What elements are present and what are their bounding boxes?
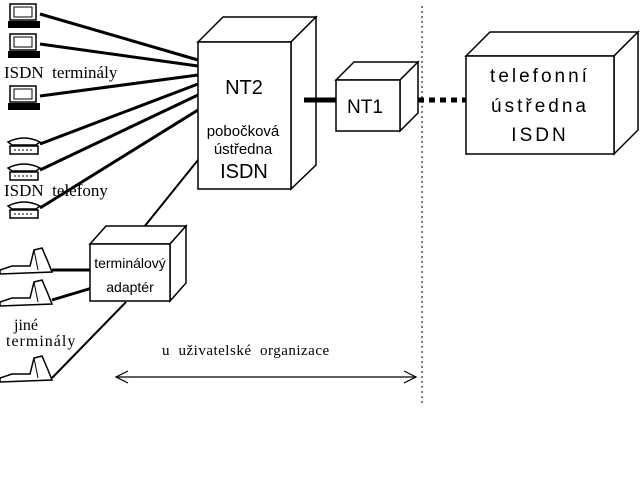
line-other-2 — [51, 286, 93, 302]
analog-terminal-icon — [0, 355, 54, 383]
nt2-box — [196, 15, 318, 191]
label-isdn-phones: ISDN telefony — [4, 181, 108, 200]
label-isdn-terminals: ISDN terminály — [4, 63, 118, 82]
nt1-title: NT1 — [347, 97, 383, 118]
label-other-terminals-2: terminály — [6, 333, 76, 350]
computer-terminal-icon — [8, 33, 40, 58]
adapter-line1: terminálový — [94, 255, 166, 271]
line-terminal-3 — [39, 73, 199, 98]
nt1-box — [334, 60, 420, 133]
connection-lines — [39, 12, 199, 302]
isdn-telephone-icon — [6, 163, 42, 181]
computer-terminal-icon — [8, 85, 40, 110]
line-adapter-nt2 — [139, 159, 199, 233]
nt2-line2: ústředna — [214, 141, 273, 158]
label-other-terminals-1: jiné — [13, 317, 38, 334]
nt2-title: NT2 — [225, 77, 263, 99]
label-user-organization: u uživatelské organizace — [162, 343, 330, 359]
line-phone-3 — [39, 108, 199, 210]
computer-terminal-icon — [8, 3, 40, 28]
adapter-line2: adaptér — [106, 279, 154, 295]
analog-terminal-icon — [0, 247, 54, 275]
exchange-box — [464, 30, 640, 156]
line-terminal-1 — [39, 12, 199, 62]
analog-terminal-icon — [0, 279, 54, 307]
double-arrow — [114, 370, 418, 384]
exchange-line3: ISDN — [511, 125, 568, 146]
line-other-3 — [51, 301, 127, 379]
nt2-line1: pobočková — [207, 123, 280, 140]
line-terminal-2 — [39, 42, 199, 68]
exchange-line2: ústředna — [491, 96, 589, 117]
exchange-line1: telefonní — [490, 66, 590, 87]
adapter-box — [88, 224, 188, 303]
isdn-telephone-icon — [6, 201, 42, 219]
line-phone-2 — [39, 93, 199, 172]
isdn-telephone-icon — [6, 137, 42, 155]
nt2-line3: ISDN — [220, 161, 268, 183]
line-phone-1 — [39, 82, 199, 146]
